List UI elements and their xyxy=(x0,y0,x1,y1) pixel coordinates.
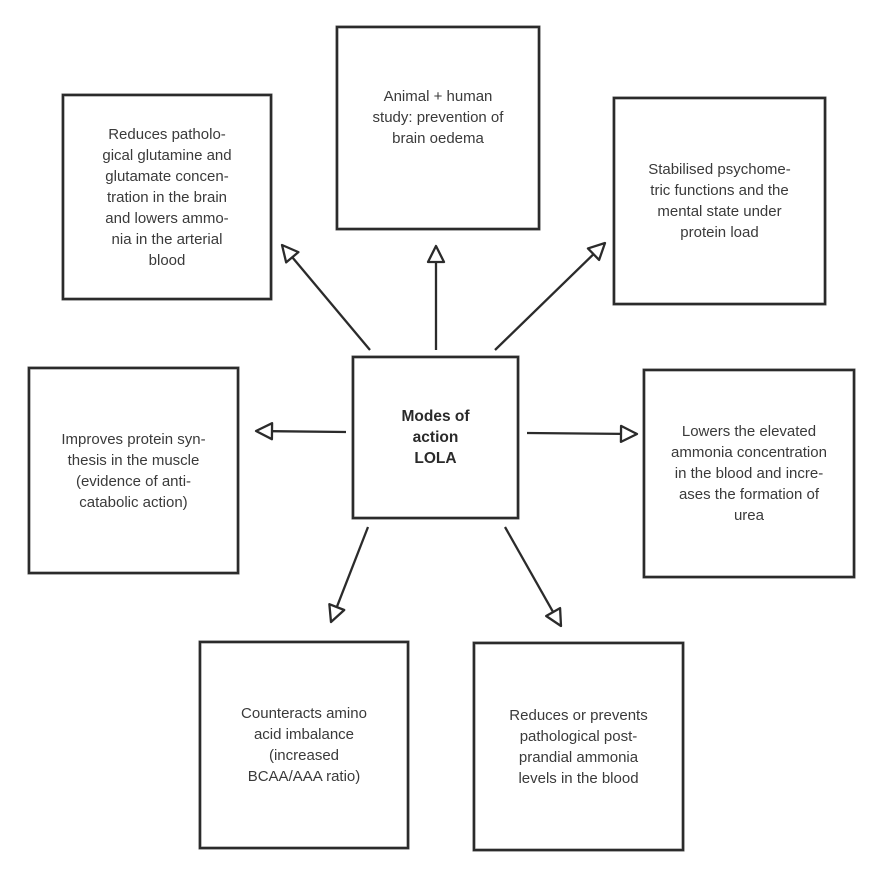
arrow-shaft xyxy=(494,253,595,351)
arrowhead-icon xyxy=(426,244,446,264)
arrowhead-icon xyxy=(619,424,639,444)
arrow-to-top xyxy=(426,244,446,350)
arrow-to-top-right xyxy=(494,241,607,351)
arrowhead-icon xyxy=(280,243,300,264)
node-top-right-text: Stabilised psychome- tric functions and … xyxy=(648,161,791,241)
arrowhead-icon xyxy=(545,606,563,628)
arrow-to-bottom-right xyxy=(503,526,563,628)
arrowhead-icon xyxy=(586,241,607,262)
node-left: Improves protein syn- thesis in the musc… xyxy=(28,367,239,574)
arrow-shaft xyxy=(335,526,370,608)
arrow-shaft xyxy=(503,526,555,613)
node-top-right: Stabilised psychome- tric functions and … xyxy=(613,97,826,305)
node-center: Modes of action LOLA xyxy=(352,356,519,519)
node-center-text: Modes of action LOLA xyxy=(401,408,470,467)
node-top-left-text: Reduces patholo- gical glutamine and glu… xyxy=(102,125,232,269)
arrow-to-left xyxy=(254,422,347,441)
arrow-shaft xyxy=(271,430,347,434)
arrow-to-top-left xyxy=(280,243,371,351)
node-bottom-right-text: Reduces or prevents pathological post- p… xyxy=(509,706,648,787)
arrowhead-icon xyxy=(254,422,274,441)
node-top-text: Animal + human study: prevention of brai… xyxy=(372,88,504,147)
node-top-left: Reduces patholo- gical glutamine and glu… xyxy=(62,94,272,300)
arrow-to-right xyxy=(526,424,639,444)
arrow-to-bottom-left xyxy=(328,526,370,624)
node-left-text: Improves protein syn- thesis in the musc… xyxy=(61,430,206,511)
arrowhead-icon xyxy=(328,603,346,624)
node-right-text: Lowers the elevated ammonia concentratio… xyxy=(671,423,827,524)
node-bottom-left-text: Counteracts amino acid imbalance (increa… xyxy=(241,705,367,785)
node-bottom-left: Counteracts amino acid imbalance (increa… xyxy=(199,641,409,849)
node-bottom-right: Reduces or prevents pathological post- p… xyxy=(473,642,684,851)
node-top: Animal + human study: prevention of brai… xyxy=(336,26,540,230)
node-right: Lowers the elevated ammonia concentratio… xyxy=(643,369,855,578)
arrow-shaft xyxy=(526,431,622,436)
arrow-shaft xyxy=(291,256,371,351)
